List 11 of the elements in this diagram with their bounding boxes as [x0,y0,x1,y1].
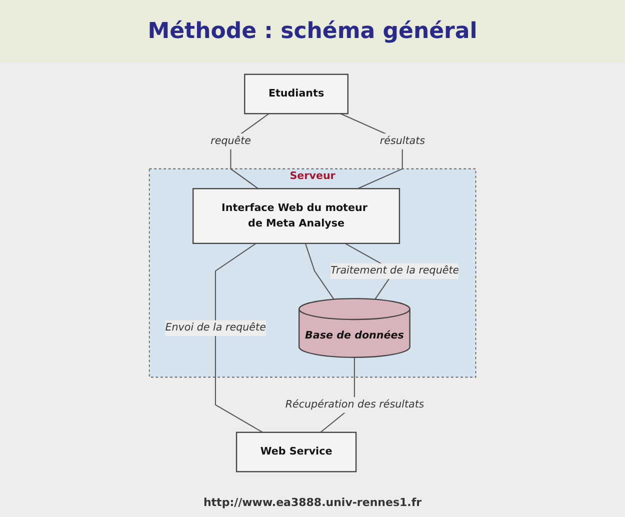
slide-title: Méthode : schéma général [0,0,625,62]
url-text: http://www.ea3888.univ-rennes1.fr [203,496,422,509]
edge-label: résultats [380,135,425,147]
node-box: Web Service [236,432,357,472]
connector [304,243,334,300]
connector [214,242,263,433]
node-box: Etudiants [244,74,348,114]
node-box: Interface Web du moteur de Meta Analyse [192,188,400,244]
edge-label: Envoi de la requête [165,322,266,334]
edge-label: requête [210,135,251,147]
edge-label: Récupération des résultats [285,398,424,411]
